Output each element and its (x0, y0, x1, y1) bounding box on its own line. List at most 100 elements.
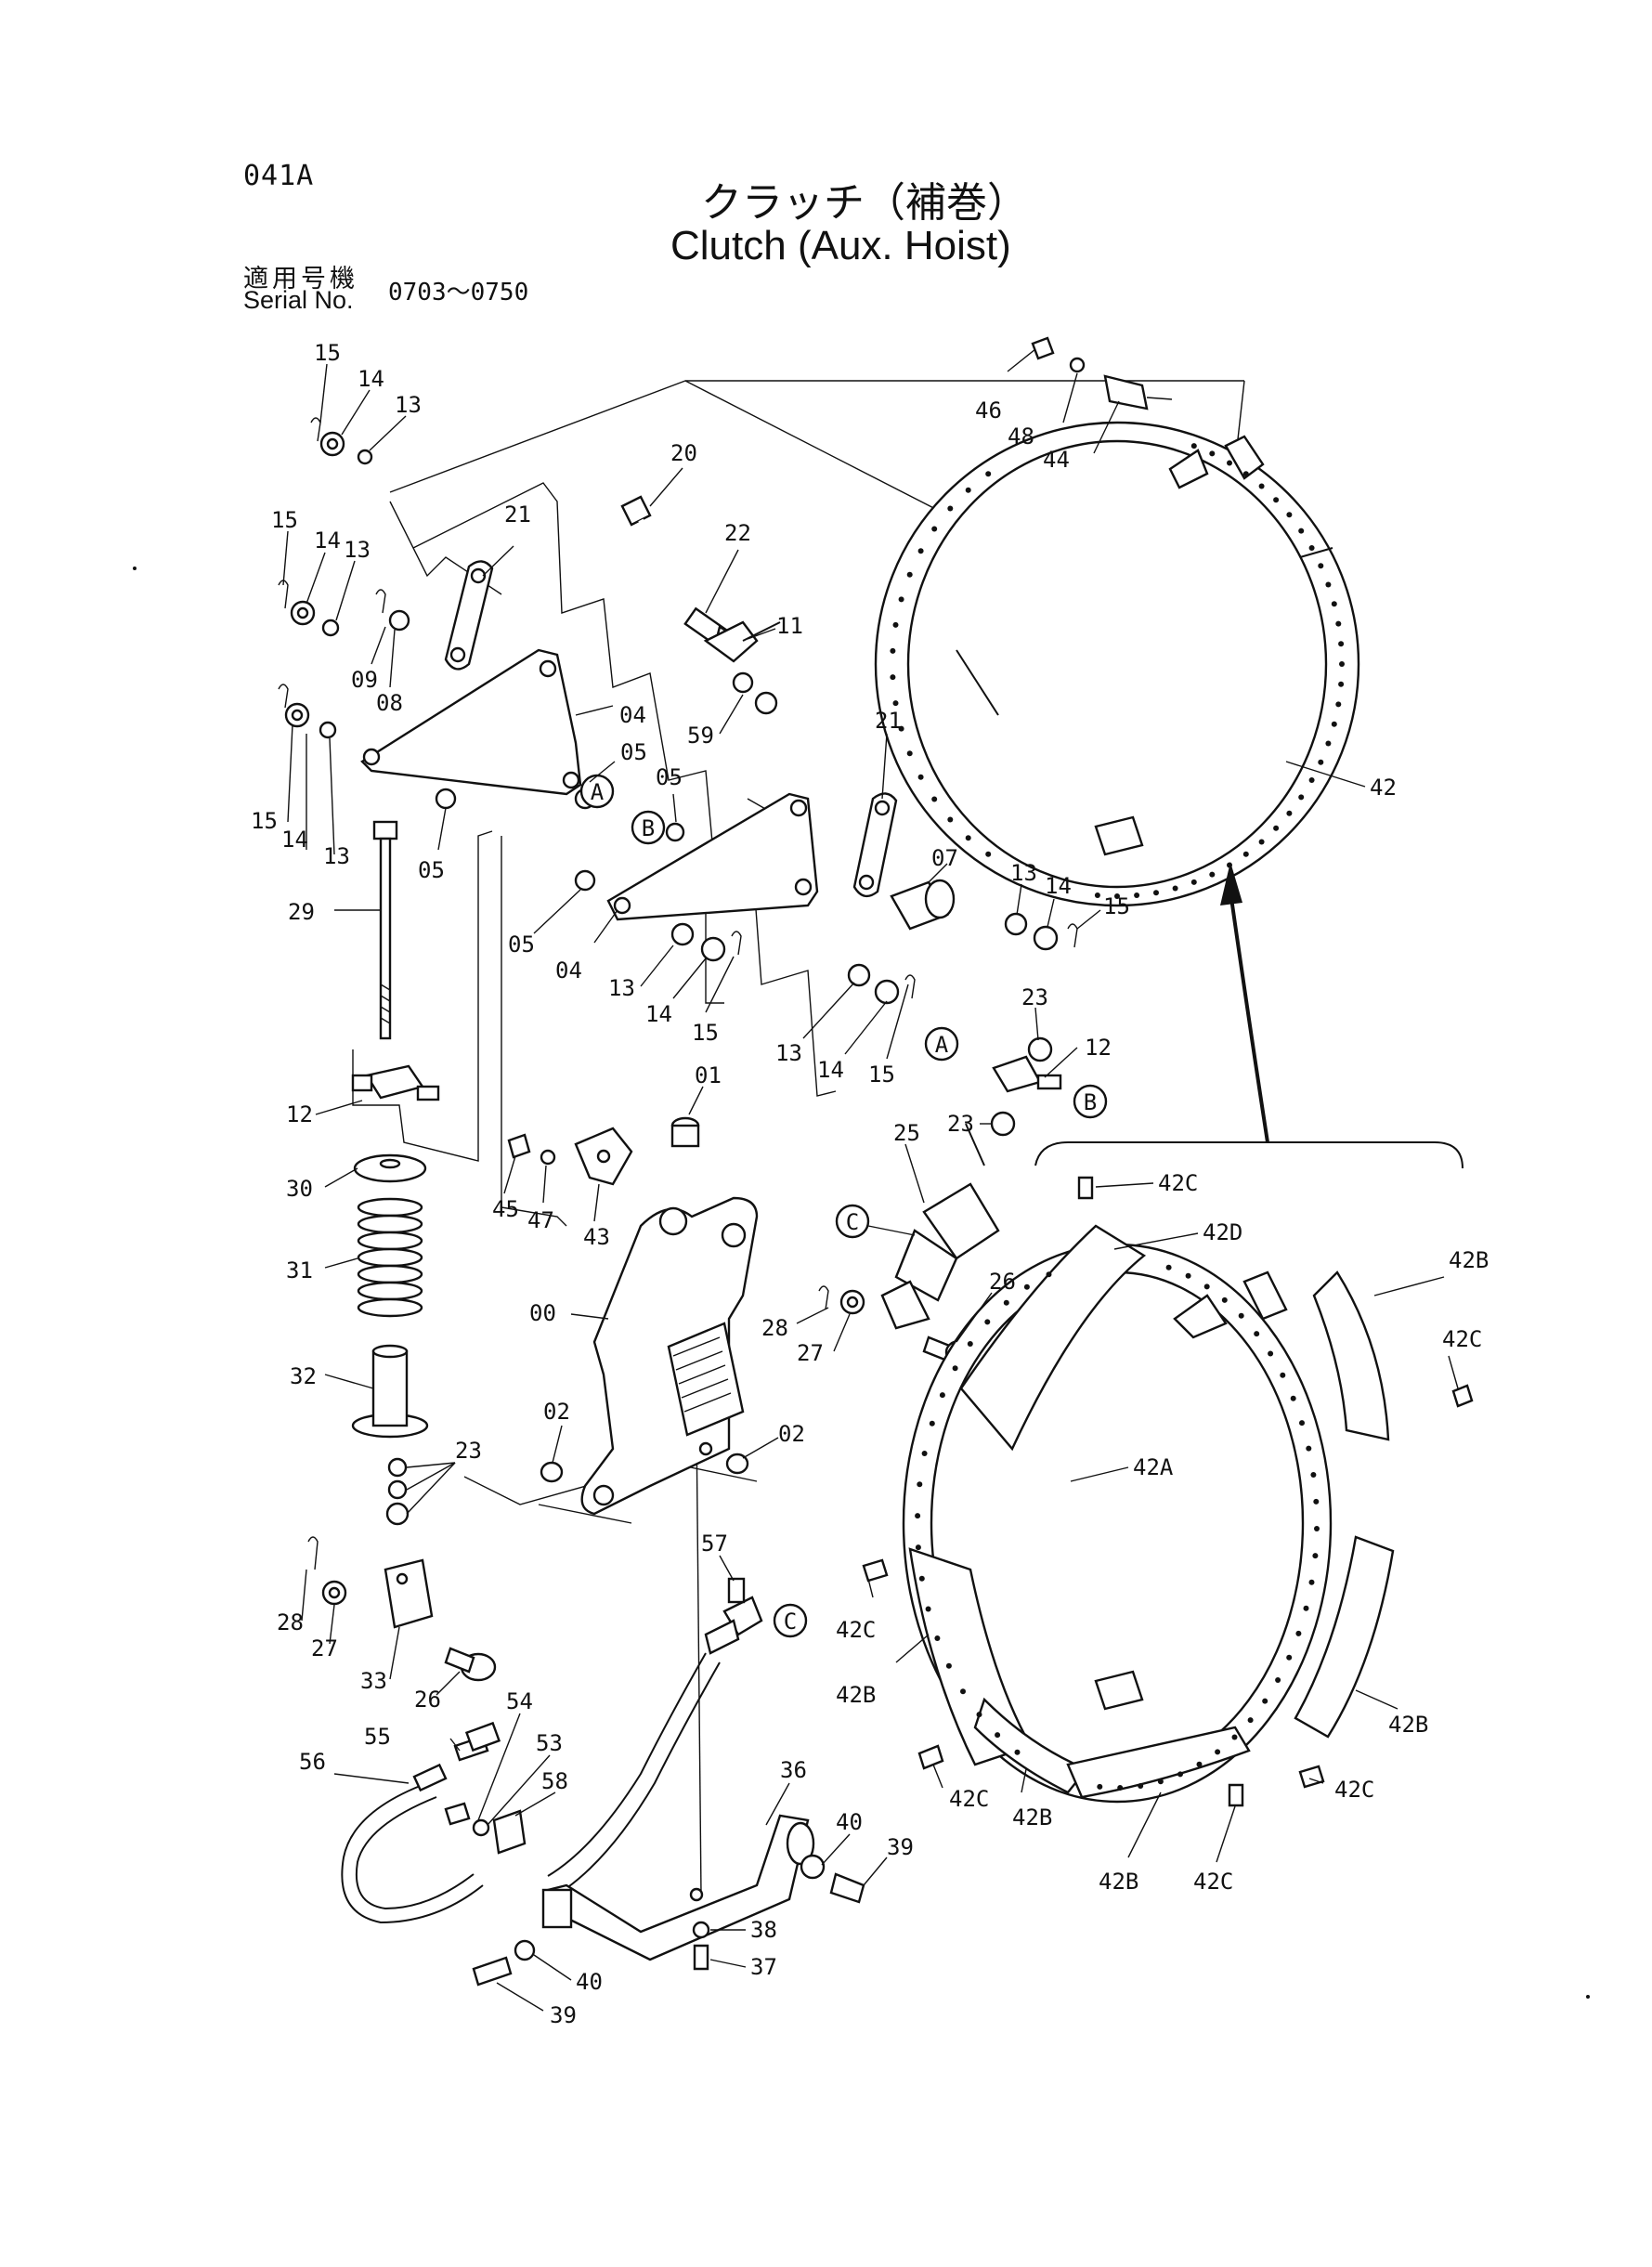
rivet-hole (1227, 460, 1232, 466)
rivet-hole (1286, 810, 1293, 816)
washer-27-right (818, 1285, 865, 1315)
callout-12: 12 (1085, 1035, 1112, 1061)
rivet-hole (947, 505, 954, 512)
rivet-hole (1325, 581, 1332, 588)
rivet-hole (1299, 1420, 1305, 1427)
rivet-hole (965, 835, 971, 841)
callout-11: 11 (776, 613, 803, 639)
rivet-hole (1196, 1761, 1203, 1767)
rivet-hole (945, 1662, 952, 1669)
leader-lines (282, 348, 1459, 2012)
page-title-japanese: クラッチ（補巻） (701, 179, 1028, 227)
callout-42C: 42C (949, 1786, 989, 1812)
rivet-hole (931, 796, 938, 802)
hose-upper (547, 1652, 721, 1896)
rivet-hole (985, 851, 992, 857)
callout-42C: 42C (1158, 1170, 1198, 1196)
callout-23: 23 (947, 1111, 974, 1137)
callout-42B: 42B (1388, 1712, 1428, 1738)
rivet-hole (917, 1481, 923, 1488)
callout-36: 36 (780, 1757, 807, 1783)
rivet-hole (1298, 528, 1305, 534)
pin-26-left (444, 1647, 497, 1682)
callout-45: 45 (492, 1196, 519, 1222)
rivet-hole (1273, 825, 1280, 831)
rivet-hole (1339, 661, 1345, 667)
callout-13: 13 (608, 975, 635, 1001)
callout-21: 21 (504, 502, 531, 528)
connector-C-cylinder: C (835, 1204, 870, 1239)
serial-label-japanese: 適用号機 (243, 265, 358, 293)
callout-28: 28 (761, 1315, 788, 1341)
rivet-hole (1312, 1553, 1319, 1559)
rivet-hole (1298, 794, 1305, 801)
rivet-hole (934, 1635, 941, 1641)
rivet-hole (1318, 563, 1324, 569)
rivet-hole (898, 596, 904, 603)
callout-13: 13 (775, 1040, 802, 1066)
rivet-hole (1114, 893, 1120, 899)
callout-47: 47 (527, 1207, 554, 1233)
rivet-hole (918, 1575, 925, 1582)
callout-56: 56 (299, 1749, 326, 1775)
rivet-hole (1338, 681, 1345, 687)
callout-27: 27 (311, 1635, 338, 1661)
callout-14: 14 (645, 1001, 672, 1027)
connector-A-right: A (924, 1026, 959, 1062)
rivet-hole (931, 526, 938, 532)
callout-37: 37 (750, 1954, 777, 1980)
callout-12: 12 (286, 1101, 313, 1127)
callout-13: 13 (395, 392, 422, 418)
rivet-hole (1313, 1498, 1320, 1505)
lining-42B-bottom-left (973, 1697, 1088, 1794)
rivet-hole (984, 1319, 991, 1325)
upper-link-plate-04 (360, 648, 582, 796)
rivet-hole (1157, 1778, 1164, 1785)
callout-23: 23 (1021, 984, 1048, 1010)
lining-42B-top-right (1312, 1270, 1390, 1441)
rivet-hole (1268, 1350, 1274, 1357)
connector-label: B (1084, 1089, 1097, 1115)
bushings-02 (540, 1453, 749, 1483)
callout-30: 30 (286, 1176, 313, 1202)
rivet-hole (1275, 1677, 1281, 1683)
connector-label: B (642, 815, 655, 841)
callout-15: 15 (868, 1062, 895, 1088)
callout-13: 13 (323, 843, 350, 869)
rivet-hole (1185, 1272, 1191, 1279)
callout-44: 44 (1043, 447, 1070, 473)
rivet-hole (906, 750, 913, 757)
rivet-hole (1335, 701, 1342, 708)
callout-15: 15 (692, 1020, 719, 1046)
band-rivet-holes (890, 443, 1345, 899)
callout-01: 01 (695, 1062, 722, 1088)
rivet-hole (1314, 1526, 1320, 1531)
brake-band-42 (874, 421, 1360, 907)
callout-04: 04 (619, 702, 646, 728)
connector-label: A (935, 1032, 949, 1058)
rivet-hole (1138, 1783, 1144, 1789)
rivet-hole (1203, 1283, 1210, 1290)
rivet-hole (1258, 839, 1265, 845)
tee-fitting-12-left (351, 1064, 440, 1101)
hardware-pedal (472, 1854, 865, 1987)
rivet-hole (1014, 1749, 1021, 1755)
rivet-hole (1247, 1717, 1254, 1724)
callout-29: 29 (288, 899, 315, 925)
callout-54: 54 (506, 1688, 533, 1714)
callout-42B: 42B (1012, 1804, 1052, 1831)
rivet-hole (1331, 601, 1337, 607)
nuts-59 (732, 671, 778, 715)
connector-label: C (784, 1609, 797, 1635)
callout-33: 33 (360, 1668, 387, 1694)
rivet-hole (1134, 892, 1140, 898)
callout-42C: 42C (1334, 1777, 1374, 1803)
connector-B-right: B (1073, 1084, 1108, 1119)
callout-46: 46 (975, 397, 1002, 423)
spring-31 (357, 1197, 423, 1318)
rivet-hole (915, 1513, 921, 1519)
callout-22: 22 (724, 520, 751, 546)
callout-26: 26 (989, 1269, 1016, 1295)
page-code: 041A (243, 160, 315, 192)
